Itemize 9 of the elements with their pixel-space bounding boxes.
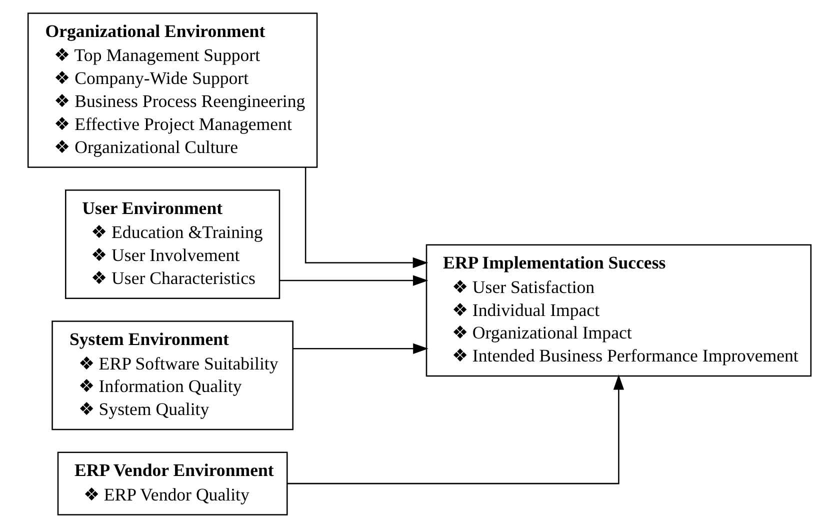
arrow: [280, 275, 428, 286]
node-box: User Environment ❖ Education &Training ❖ User Involvement ❖ User Characteristics: [64, 190, 280, 299]
node-box: System Environment ❖ ERP Software Suitability ❖ Information Quality ❖ System Quality: [51, 320, 293, 430]
arrow: [292, 343, 428, 354]
node-box: ERP Vendor Environment ❖ ERP Vendor Quality: [56, 452, 288, 516]
node-box: ERP Implementation Success ❖ User Satisfaction ❖ Individual Impact ❖ Organizational Impact ❖ Intended Business Performance Improvement: [425, 244, 812, 377]
arrow: [304, 167, 428, 268]
arrow: [286, 374, 624, 484]
node-box: Organizational Environment ❖ Top Management Support ❖ Company-Wide Support ❖ Business Process Reengineering ❖ Effective Project Management ❖ Organizational Culture: [26, 12, 318, 168]
